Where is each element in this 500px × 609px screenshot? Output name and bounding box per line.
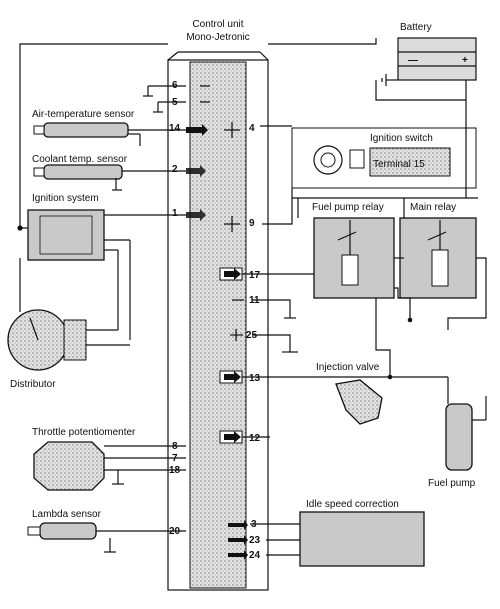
throttle-potentiometer: Throttle potentiomenter xyxy=(32,427,186,491)
fuel-pump-relay: Fuel pump relay xyxy=(312,202,395,299)
battery: Battery — + xyxy=(381,22,477,86)
control-unit-title-2: Mono-Jetronic xyxy=(186,32,249,43)
coolant-temp-sensor-label: Coolant temp. sensor xyxy=(32,154,128,165)
control-unit-board xyxy=(189,61,247,589)
idle-speed-correction-label: Idle speed correction xyxy=(306,499,399,510)
air-temperature-sensor-label: Air-temperature sensor xyxy=(32,109,135,120)
ignition-system: Ignition system xyxy=(27,193,186,340)
lambda-sensor-label: Lambda sensor xyxy=(32,509,102,520)
air-temperature-sensor: Air-temperature sensor xyxy=(32,109,186,146)
pin-24: 24 xyxy=(249,550,261,561)
pin-markers xyxy=(186,85,248,560)
injection-valve-label: Injection valve xyxy=(316,362,380,373)
pin-2: 2 xyxy=(172,164,178,175)
idle-speed-correction: Idle speed correction xyxy=(250,499,425,567)
pin-23: 23 xyxy=(249,535,261,546)
pin-13: 13 xyxy=(249,373,261,384)
fuel-pump-label: Fuel pump xyxy=(428,478,476,489)
main-relay-label: Main relay xyxy=(410,202,456,213)
distributor-label: Distributor xyxy=(10,379,56,390)
fuel-pump: Fuel pump xyxy=(428,377,487,489)
pin-1: 1 xyxy=(172,208,178,219)
fuel-pump-relay-label: Fuel pump relay xyxy=(312,202,384,213)
pin-4: 4 xyxy=(249,123,255,134)
wiring xyxy=(17,38,487,438)
ignition-switch: Ignition switch Terminal 15 xyxy=(291,127,477,189)
terminal-15-label: Terminal 15 xyxy=(373,159,425,170)
control-unit: Control unit Mono-Jetronic xyxy=(167,19,269,591)
distributor: Distributor xyxy=(7,249,130,390)
pin-9: 9 xyxy=(249,218,255,229)
injection-valve: Injection valve xyxy=(242,362,448,425)
injector-icon xyxy=(335,379,383,425)
key-icon xyxy=(313,145,343,175)
pin-17: 17 xyxy=(249,270,261,281)
throttle-potentiometer-label: Throttle potentiomenter xyxy=(32,427,136,438)
ignition-system-label: Ignition system xyxy=(32,193,99,204)
control-unit-title-1: Control unit xyxy=(192,19,243,30)
pin-14: 14 xyxy=(169,123,181,134)
pin-12: 12 xyxy=(249,433,261,444)
lambda-sensor: Lambda sensor xyxy=(27,509,186,553)
pin-25: 25 xyxy=(246,330,258,341)
main-relay: Main relay xyxy=(399,202,477,299)
battery-plus: + xyxy=(462,55,468,66)
ignition-switch-label: Ignition switch xyxy=(370,133,433,144)
battery-label: Battery xyxy=(400,22,432,33)
battery-minus: — xyxy=(408,55,418,66)
coolant-temp-sensor: Coolant temp. sensor xyxy=(32,154,186,191)
